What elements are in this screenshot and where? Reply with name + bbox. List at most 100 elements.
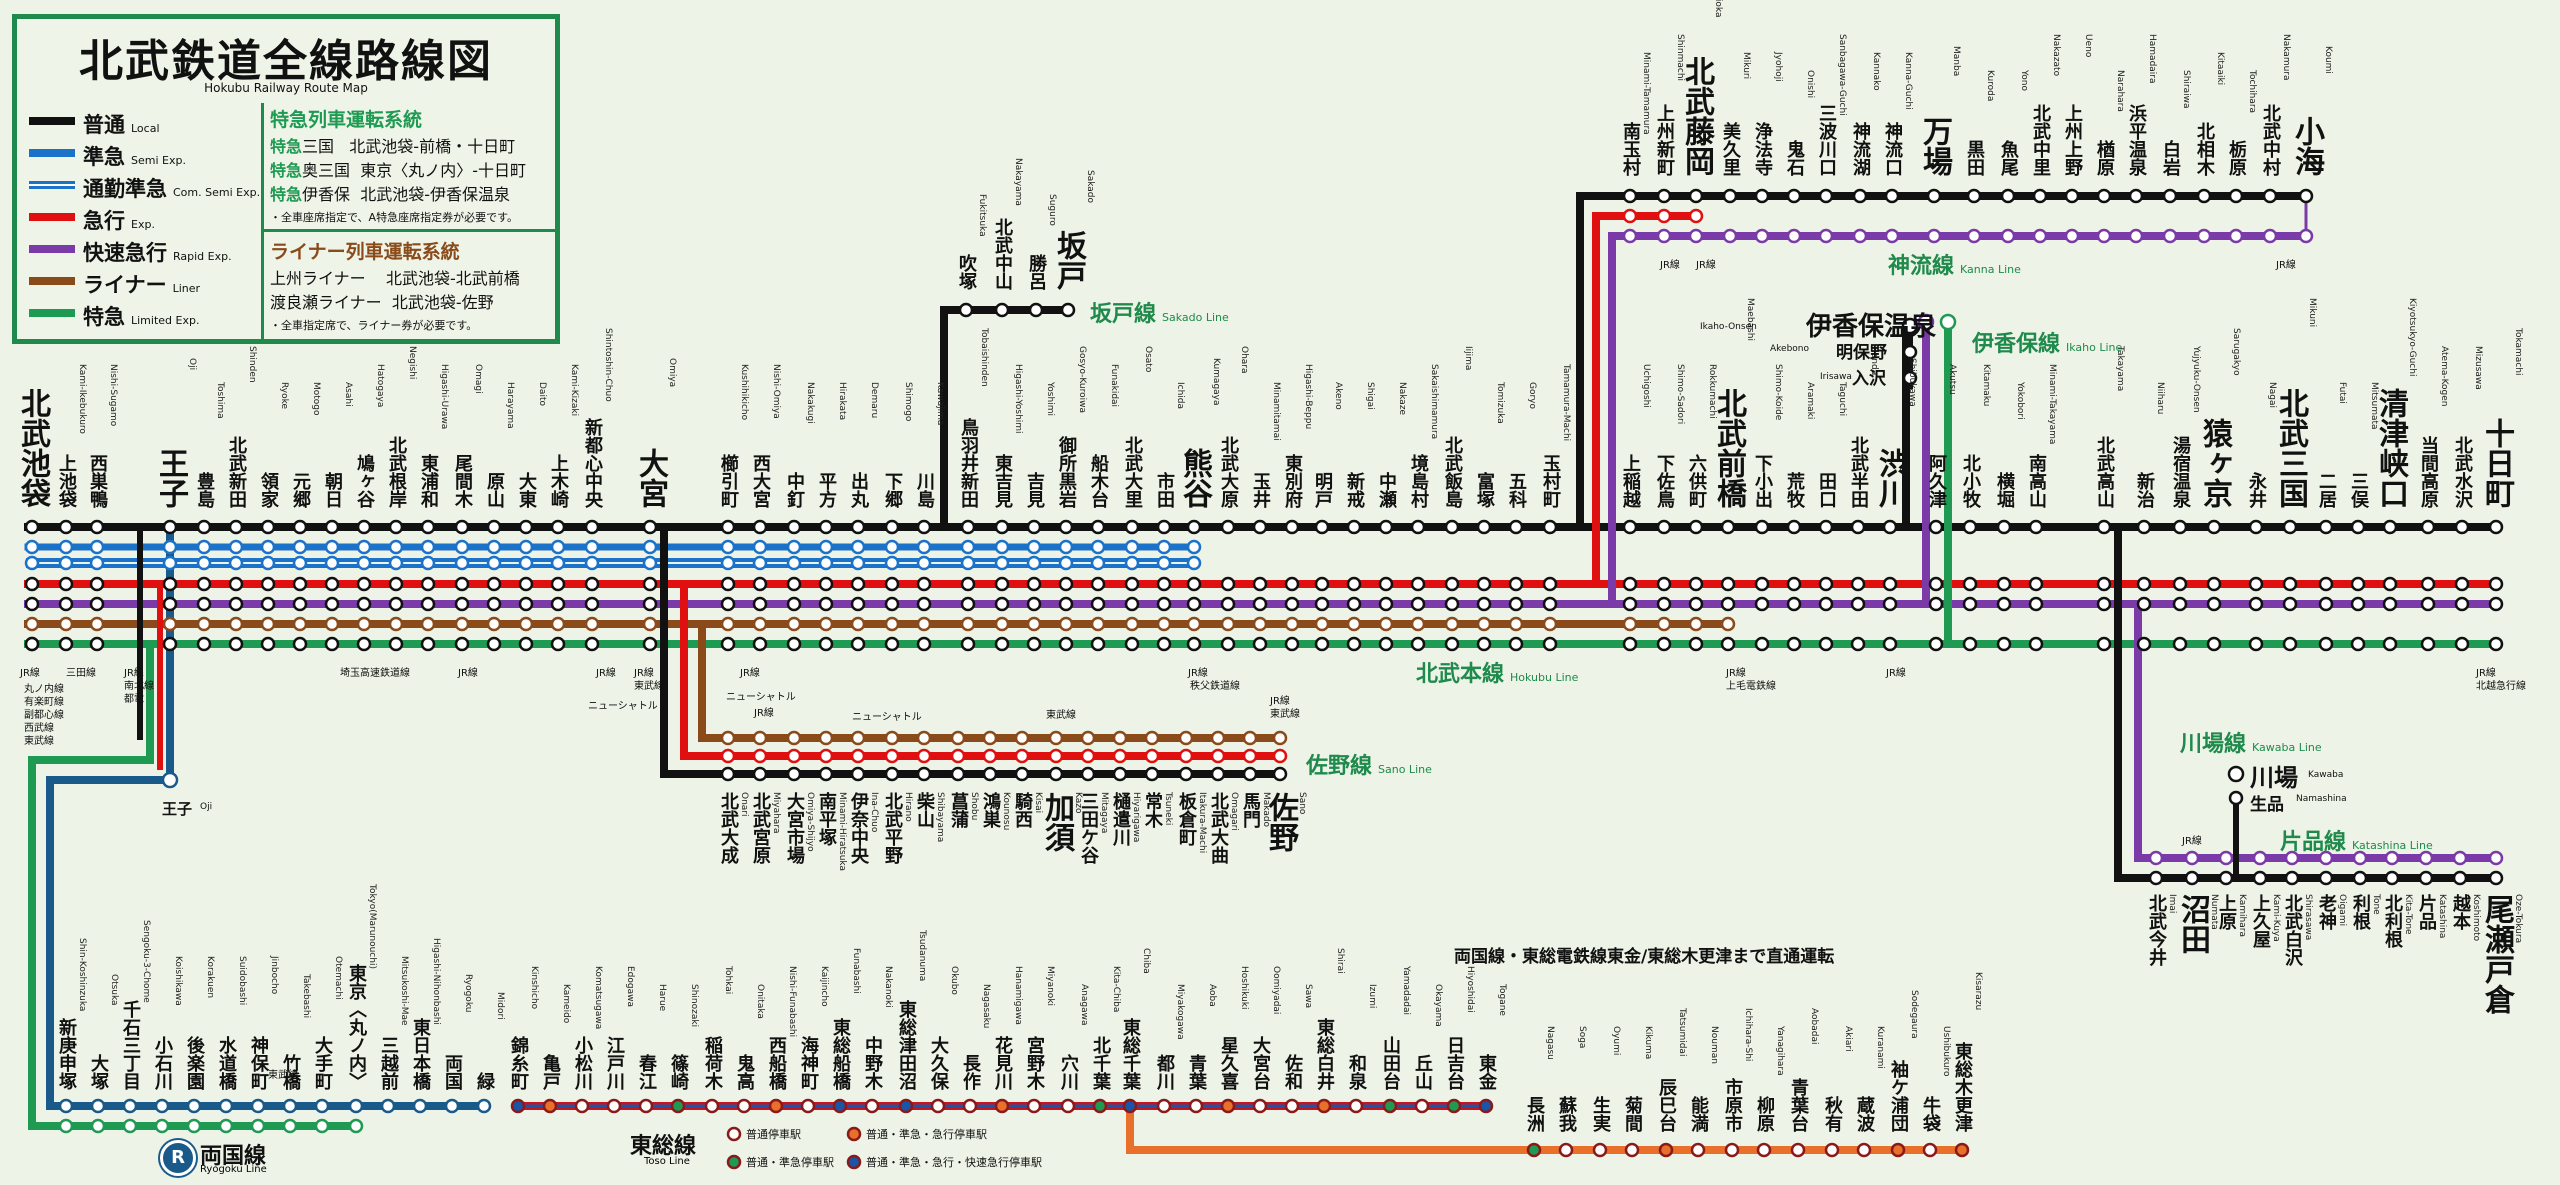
station-marker [1688,208,1704,224]
station-marker [1622,576,1638,592]
station-marker [2148,870,2164,886]
main-station-en: Nagai [2267,382,2277,408]
limited-note: ・全車座席指定で、A特急座席指定券が必要です。 [270,211,518,224]
station-marker [454,616,470,632]
station-marker [1156,1098,1172,1114]
station-marker [818,748,834,764]
station-marker [1090,596,1106,612]
station-marker [1186,596,1202,612]
station-marker [2488,596,2504,612]
main-station-en: Nakakugi [805,382,815,424]
ikaho-station-name: 明保野 [1836,343,1887,363]
station-marker [1508,636,1524,652]
station-marker [1378,519,1394,535]
station-marker [1996,576,2012,592]
ryogoku-station-en: Korakuen [205,956,215,999]
station-marker [2172,576,2188,592]
sano-station-name: 柴山 [914,792,935,828]
station-marker [752,636,768,652]
toso-station-name: 大宮台 [1250,1036,1271,1090]
station-marker [486,636,502,652]
station-marker [1444,576,1460,592]
station-marker [58,636,74,652]
station-marker [550,636,566,652]
station-marker [916,576,932,592]
main-station-en: Atema-Kogen [2439,346,2449,407]
station-marker [2382,576,2398,592]
kanna-station-en: Sanbagawa-Guchi [1837,34,1847,116]
station-marker [768,1098,784,1114]
toso-branch-track [1126,1106,1962,1154]
legend-swatch [29,117,75,125]
main-station-name: 下佐鳥 [1654,454,1675,508]
sakado-station-name: 吹塚 [956,254,977,290]
liner-row-1: 上州ライナー 北武池袋-北武前橋 [270,269,520,288]
station-marker [380,1098,396,1114]
station-marker [1996,596,2012,612]
main-station-name: 東浦和 [418,454,439,508]
transfer-label: 東武線 [1270,709,1300,720]
station-marker [1284,576,1300,592]
station-marker [2382,636,2398,652]
katashina-station-en: Kita-Tone [2403,894,2413,935]
sano-station-en: Onari [739,792,749,817]
station-marker [2000,228,2016,244]
station-marker [1622,188,1638,204]
transfer-label: 有楽町線 [24,697,64,708]
station-marker [1314,636,1330,652]
toso-branch-station-name: 蘇我 [1556,1096,1577,1132]
station-marker [2284,870,2300,886]
station-marker [1314,596,1330,612]
main-station-name: 田口 [1816,472,1837,508]
main-station-en: Akeno [1333,382,1343,410]
station-marker [1722,188,1738,204]
main-station-name: 明戸 [1312,472,1333,508]
sakado-track [940,306,1068,527]
toso-station-en: Kinshicho [529,966,539,1010]
station-marker [550,576,566,592]
main-station-en: Omiya [667,358,677,388]
station-marker [982,748,998,764]
station-marker [260,596,276,612]
station-marker [1720,636,1736,652]
station-marker [1014,730,1030,746]
station-marker [2136,576,2152,592]
station-marker [420,616,436,632]
transfer-label: JR線 [1696,260,1716,271]
main-station-name: 南高山 [2026,454,2047,508]
station-marker [1058,596,1074,612]
transfer-label: JR線 [740,668,760,679]
toso-branch-station-en: Nouman [1709,1026,1719,1064]
sano-station-name: 常木 [1142,792,1163,828]
station-marker [1444,596,1460,612]
station-marker [356,539,372,555]
station-marker [2282,596,2298,612]
toso-station-en: Sawa [1303,984,1313,1009]
station-marker [292,576,308,592]
station-marker [1542,576,1558,592]
station-marker [2298,188,2314,204]
limited-heading: 特急列車運転系統 [270,109,423,131]
station-marker [550,596,566,612]
station-marker [1818,519,1834,535]
station-marker [642,636,658,652]
station-marker [2488,636,2504,652]
main-station-en: Sakaishimamura [1429,364,1439,440]
transfer-label: JR線 [1660,260,1680,271]
toso-station-name: 和泉 [1346,1054,1367,1090]
toso-branch-station-name: 長洲 [1524,1096,1545,1132]
ikaho-station-en: Akebono [1770,344,1810,354]
main-station-en: Mizusawa [2473,346,2483,390]
main-station-en: Higashi-Yoshimi [1013,364,1023,434]
station-marker [1818,636,1834,652]
station-marker [2096,596,2112,612]
station-marker [2420,596,2436,612]
station-marker [2136,519,2152,535]
ryogoku-station-en: Otsuka [109,974,119,1006]
station-marker [884,730,900,746]
station-marker [1058,616,1074,632]
toso-station-en: Kita-Chiba [1111,966,1121,1013]
